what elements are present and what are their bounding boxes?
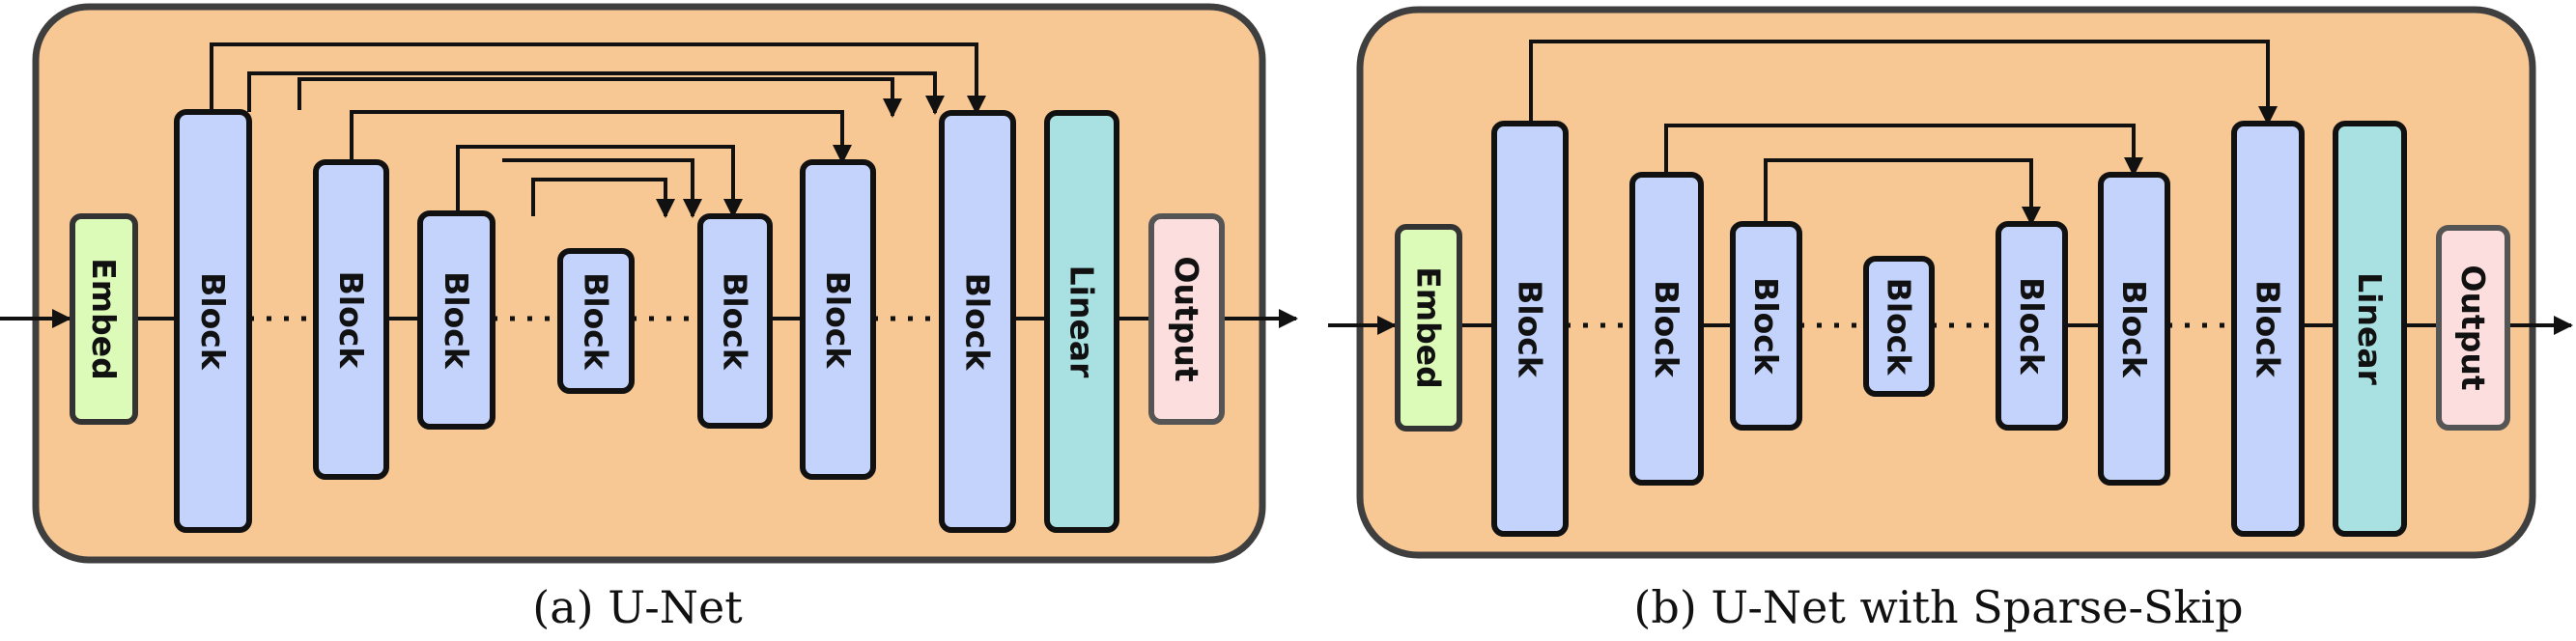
panel-b-block-3-box bbox=[1730, 221, 1802, 431]
panel-a-block-6-box bbox=[939, 110, 1016, 533]
panel-b-block-1: Block bbox=[1491, 121, 1569, 537]
panel-a-block-1-box bbox=[174, 109, 252, 533]
panel-b-caption: (b) U-Net with Sparse-Skip bbox=[1633, 581, 2243, 633]
panel-b-block-6-box bbox=[2231, 121, 2305, 537]
panel-a-skip-connections bbox=[210, 42, 986, 218]
panel-a-block-4: Block bbox=[697, 213, 773, 429]
panel-b-block-1-box bbox=[1491, 121, 1569, 537]
panel-a-block-bottleneck: Block bbox=[557, 248, 635, 394]
panel-b-linear-label: Linear bbox=[2351, 272, 2389, 385]
panel-a-block-bottleneck-label: Block bbox=[578, 272, 615, 371]
panel-b-embed-box bbox=[1395, 224, 1462, 432]
panel-a-block-1: Block bbox=[174, 109, 252, 533]
panel-b-block-4-box bbox=[1996, 221, 2068, 431]
panel-a-block-2-label: Block bbox=[332, 271, 370, 370]
panel-b-embed: Embed bbox=[1395, 224, 1462, 432]
panel-a-block-2-box bbox=[313, 159, 389, 480]
panel-a-block-3-box bbox=[417, 210, 495, 430]
panel-a-embed-label: Embed bbox=[85, 258, 123, 380]
panel-a-block-5-label: Block bbox=[819, 271, 857, 370]
panel-b-block-2-box bbox=[1629, 172, 1704, 486]
panel-a-caption: (a) U-Net bbox=[532, 581, 743, 633]
panel-a-output-box bbox=[1148, 213, 1225, 425]
panel-a-block-1-label: Block bbox=[194, 272, 232, 371]
panel-b-block-2-label: Block bbox=[1648, 280, 1685, 378]
panel-b-block-4-label: Block bbox=[2013, 277, 2051, 376]
panel-a-block-5: Block bbox=[800, 159, 876, 480]
panel-b-block-4: Block bbox=[1996, 221, 2068, 431]
panel-a-block-6-label: Block bbox=[959, 273, 997, 372]
panel-b-block-6: Block bbox=[2231, 121, 2305, 537]
panel-b-output-box bbox=[2436, 225, 2510, 431]
panel-b-block-5-box bbox=[2098, 172, 2170, 486]
panel-a-block-4-label: Block bbox=[717, 272, 754, 371]
panel-b-linear-box bbox=[2333, 121, 2407, 537]
panel-a-unet: Embed Block Block Block Block Block Bloc… bbox=[0, 3, 1298, 633]
panel-b-block-5-label: Block bbox=[2115, 280, 2153, 378]
panel-b-block-5: Block bbox=[2098, 172, 2170, 486]
panel-a-block-3-label: Block bbox=[438, 271, 475, 370]
panel-a-block-bottleneck-box bbox=[557, 248, 635, 394]
panel-a-linear-label: Linear bbox=[1063, 265, 1101, 378]
panel-a-linear: Linear bbox=[1044, 110, 1119, 533]
panel-b-block-3-label: Block bbox=[1747, 277, 1785, 376]
panel-a-embed: Embed bbox=[70, 213, 138, 425]
panel-b-block-1-label: Block bbox=[1512, 280, 1549, 378]
panel-a-block-3: Block bbox=[417, 210, 495, 430]
panel-a-linear-box bbox=[1044, 110, 1119, 533]
panel-a-embed-box bbox=[70, 213, 138, 425]
panel-b-output-label: Output bbox=[2454, 265, 2492, 390]
panel-b-output: Output bbox=[2436, 225, 2510, 431]
panel-b-block-3: Block bbox=[1730, 221, 1802, 431]
panel-b-skip-connections bbox=[1529, 40, 2278, 226]
panel-a-block-6: Block bbox=[939, 110, 1016, 533]
panel-b-block-bottleneck: Block bbox=[1863, 256, 1935, 397]
panel-a-output-label: Output bbox=[1168, 256, 1205, 381]
panel-a-block-4-box bbox=[697, 213, 773, 429]
panel-a-block-5-box bbox=[800, 159, 876, 480]
panel-b-block-bottleneck-box bbox=[1863, 256, 1935, 397]
panel-b-unet-sparse-skip: Embed Block Block Block Block Block Bloc… bbox=[1328, 6, 2573, 633]
panel-a-output: Output bbox=[1148, 213, 1225, 425]
panel-a-block-2: Block bbox=[313, 159, 389, 480]
panel-b-block-bottleneck-label: Block bbox=[1881, 278, 1918, 376]
panel-b-block-6-label: Block bbox=[2250, 280, 2287, 378]
panel-b-linear: Linear bbox=[2333, 121, 2407, 537]
panel-b-block-2: Block bbox=[1629, 172, 1704, 486]
panel-b-embed-label: Embed bbox=[1410, 266, 1448, 389]
